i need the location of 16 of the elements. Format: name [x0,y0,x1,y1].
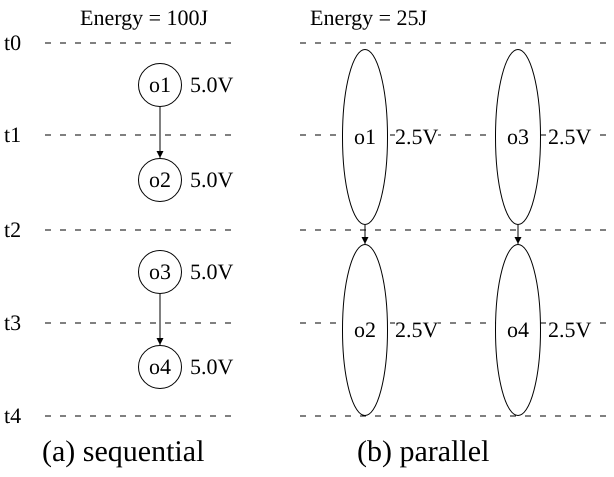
operation-ellipse: o2 [138,158,182,202]
panel-caption: (b) parallel [357,437,490,467]
arrow [514,224,522,244]
panel-caption: (a) sequential [42,437,204,467]
operation-ellipse: o4 [495,244,541,416]
operation-ellipse: o2 [342,244,388,416]
operation-ellipse: o4 [138,345,182,389]
arrow [362,224,368,244]
energy-label: Energy = 25J [310,7,428,29]
operation-ellipse: o1 [138,63,182,107]
arrow [156,106,164,158]
arrow [156,294,164,346]
operation-ellipse: o3 [138,250,182,294]
operation-ellipse: o3 [495,49,541,225]
energy-label: Energy = 100J [80,7,208,29]
operation-ellipse: o1 [342,49,388,225]
